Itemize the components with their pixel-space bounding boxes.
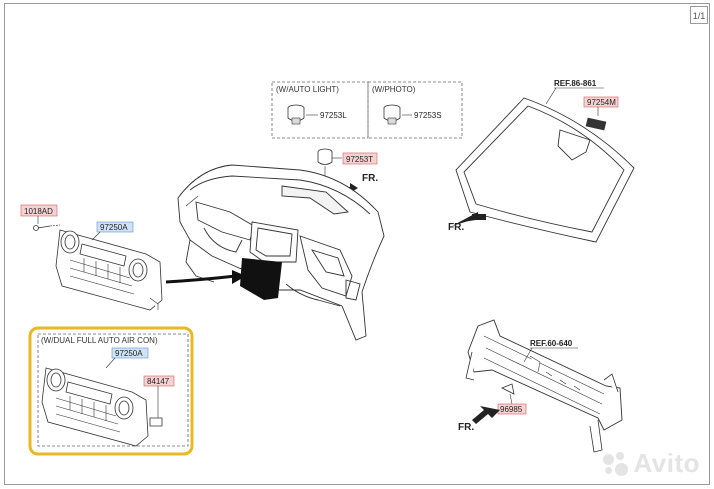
part-97250A-upper-box: [96, 221, 134, 233]
auto-light-sensor-icon: [287, 104, 305, 125]
auto-light-label: (W/AUTO LIGHT): [276, 85, 339, 94]
crossmember-part-96985: 96985: [497, 383, 527, 415]
front-arrow-crossmember: FR.: [458, 406, 500, 433]
dual-full-auto-variant-box: (W/DUAL FULL AUTO AIR CON) 97250A 84147: [28, 326, 194, 456]
front-label-windshield: FR.: [448, 222, 464, 233]
windshield-sensor: 97254M: [583, 96, 619, 131]
part-97254M-label: 97254M: [587, 98, 616, 107]
part-96985-label: 96985: [500, 405, 523, 414]
watermark: Avito: [603, 448, 700, 479]
screw-1018AD: 1018AD: [20, 204, 61, 231]
dashboard-illustration: [177, 164, 385, 341]
dual-full-auto-label: (W/DUAL FULL AUTO AIR CON): [41, 336, 158, 345]
watermark-logo-icon: [603, 452, 629, 478]
windshield-ref: REF.86-861: [545, 79, 604, 105]
page-indicator: 1/1: [690, 6, 708, 24]
crossmember-ref: REF.60-640: [523, 339, 578, 363]
dash-sensor: 97253T: [317, 148, 378, 198]
watermark-text: Avito: [633, 448, 700, 478]
page-border: [4, 3, 710, 485]
photo-sensor-icon: [383, 104, 401, 125]
part-97250A-upper-label: 97250A: [100, 223, 128, 232]
part-1018AD-label: 1018AD: [24, 207, 53, 216]
part-97253S-label: 97253S: [414, 111, 442, 120]
front-label-crossmember: FR.: [458, 422, 474, 433]
control-mount-slot: [165, 258, 282, 300]
part-84147-label: 84147: [147, 377, 170, 386]
auto-light-variant-box: (W/AUTO LIGHT) 97253L: [271, 81, 369, 139]
front-arrow-windshield: FR.: [448, 212, 486, 233]
ref-86-861-label: REF.86-861: [554, 79, 597, 88]
part-97253T-label: 97253T: [346, 155, 373, 164]
crossmember-illustration: [465, 319, 623, 453]
windshield-illustration: [455, 97, 635, 243]
photo-variant-box: (W/PHOTO) 97253S: [367, 81, 463, 139]
ref-60-640-label: REF.60-640: [530, 339, 573, 348]
part-97253L-label: 97253L: [320, 111, 347, 120]
part-97250A-lower-label: 97250A: [115, 349, 143, 358]
upper-climate-control-unit: [55, 229, 163, 311]
front-label-dash: FR.: [362, 173, 378, 184]
lower-climate-control-unit: [41, 367, 163, 447]
photo-label: (W/PHOTO): [372, 85, 416, 94]
